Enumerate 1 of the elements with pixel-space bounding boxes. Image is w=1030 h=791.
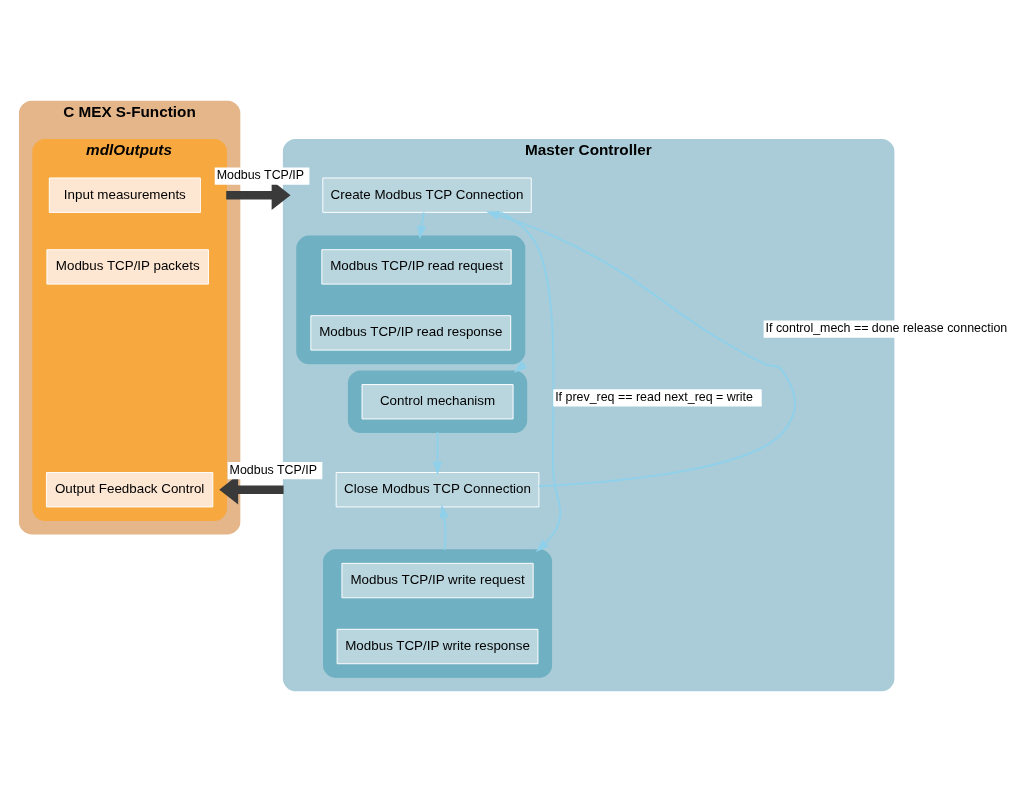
edge-label: If prev_req == read next_req = write [555, 389, 754, 404]
